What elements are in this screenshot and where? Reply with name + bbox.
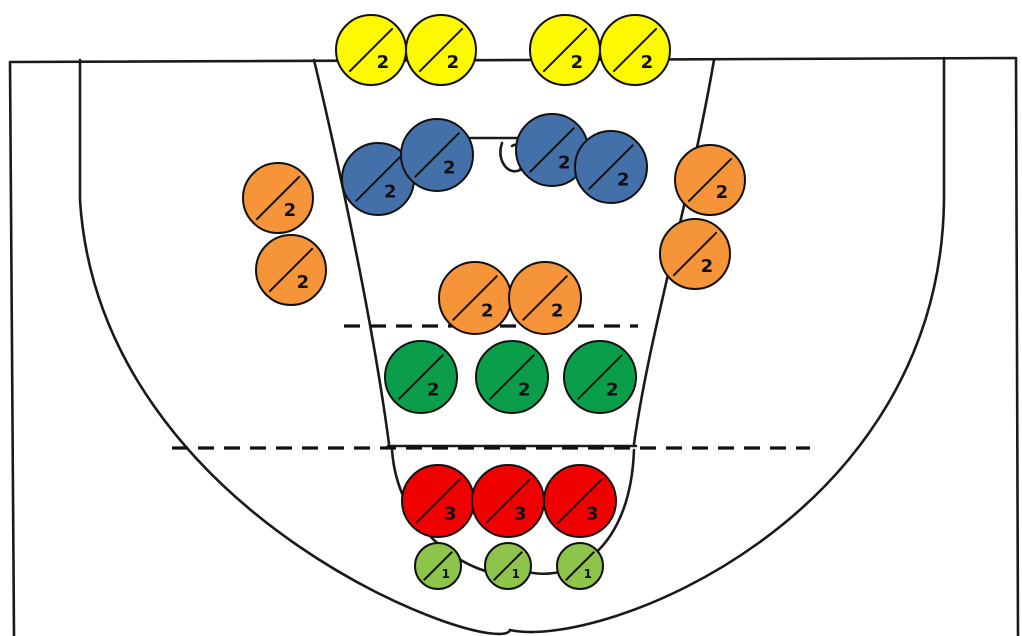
yellow-disc: 2 bbox=[405, 14, 477, 86]
green-disc: 2 bbox=[384, 340, 458, 414]
red-disc: 3 bbox=[401, 464, 475, 538]
disc-label: 2 bbox=[377, 52, 390, 73]
disc-label: 1 bbox=[512, 567, 520, 581]
disc-slash bbox=[576, 353, 624, 401]
disc-label: 2 bbox=[716, 182, 729, 203]
lane-left-line bbox=[312, 58, 391, 446]
disc-slash bbox=[348, 27, 394, 73]
disc-slash bbox=[528, 126, 576, 174]
orange-center-disc: 2 bbox=[508, 261, 582, 335]
disc-slash bbox=[268, 247, 314, 293]
orange-right-disc: 2 bbox=[674, 144, 746, 216]
disc-label: 3 bbox=[444, 504, 457, 525]
red-group: 3 3 3 bbox=[401, 464, 617, 538]
light-green-disc: 1 bbox=[556, 542, 604, 590]
orange-left-disc: 2 bbox=[255, 234, 327, 306]
orange-center-disc: 2 bbox=[438, 261, 512, 335]
green-disc: 2 bbox=[563, 340, 637, 414]
disc-label: 2 bbox=[384, 182, 397, 203]
disc-slash bbox=[687, 157, 733, 203]
disc-label: 2 bbox=[447, 52, 460, 73]
orange-right-group: 22 bbox=[659, 144, 746, 290]
disc-label: 2 bbox=[427, 380, 440, 401]
disc-slash bbox=[672, 231, 718, 277]
disc-slash bbox=[493, 551, 523, 581]
orange-left-group: 22 bbox=[242, 162, 327, 306]
green-disc: 2 bbox=[475, 340, 549, 414]
green-group: 2 2 2 bbox=[384, 340, 637, 414]
disc-slash bbox=[397, 353, 445, 401]
disc-slash bbox=[414, 477, 462, 525]
orange-left-disc: 2 bbox=[242, 162, 314, 234]
disc-slash bbox=[255, 175, 301, 221]
light-green-group: 1 1 1 bbox=[414, 542, 604, 590]
disc-label: 3 bbox=[586, 504, 599, 525]
red-disc: 3 bbox=[471, 464, 545, 538]
disc-slash bbox=[484, 477, 532, 525]
disc-label: 2 bbox=[551, 301, 564, 322]
disc-slash bbox=[521, 274, 569, 322]
blue-disc: 2 bbox=[400, 118, 474, 192]
yellow-group: 2 2 2 2 bbox=[335, 14, 671, 86]
disc-label: 2 bbox=[284, 200, 297, 221]
disc-slash bbox=[451, 274, 499, 322]
disc-slash bbox=[413, 131, 461, 179]
yellow-disc: 2 bbox=[599, 14, 671, 86]
disc-label: 2 bbox=[571, 52, 584, 73]
disc-slash bbox=[587, 143, 635, 191]
disc-label: 1 bbox=[442, 567, 450, 581]
disc-label: 2 bbox=[606, 380, 619, 401]
court-outline bbox=[8, 56, 1020, 636]
disc-slash bbox=[418, 27, 464, 73]
blue-disc: 2 bbox=[341, 142, 415, 216]
disc-label: 2 bbox=[617, 170, 630, 191]
disc-label: 2 bbox=[701, 256, 714, 277]
disc-label: 2 bbox=[481, 301, 494, 322]
orange-right-disc: 2 bbox=[659, 218, 731, 290]
yellow-disc: 2 bbox=[335, 14, 407, 86]
disc-label: 2 bbox=[518, 380, 531, 401]
three-point-line bbox=[78, 56, 946, 636]
blue-disc: 2 bbox=[574, 130, 648, 204]
disc-label: 3 bbox=[514, 504, 527, 525]
red-disc: 3 bbox=[543, 464, 617, 538]
disc-slash bbox=[488, 353, 536, 401]
blue-group: 2 2 2 2 bbox=[341, 113, 648, 216]
disc-label: 2 bbox=[297, 272, 310, 293]
disc-slash bbox=[542, 27, 588, 73]
disc-slash bbox=[556, 477, 604, 525]
disc-slash bbox=[423, 551, 453, 581]
disc-label: 2 bbox=[443, 158, 456, 179]
disc-slash bbox=[612, 27, 658, 73]
light-green-disc: 1 bbox=[484, 542, 532, 590]
disc-slash bbox=[565, 551, 595, 581]
disc-label: 2 bbox=[558, 153, 571, 174]
disc-label: 1 bbox=[584, 567, 592, 581]
light-green-disc: 1 bbox=[414, 542, 462, 590]
disc-label: 2 bbox=[641, 52, 654, 73]
disc-slash bbox=[354, 155, 402, 203]
yellow-disc: 2 bbox=[529, 14, 601, 86]
